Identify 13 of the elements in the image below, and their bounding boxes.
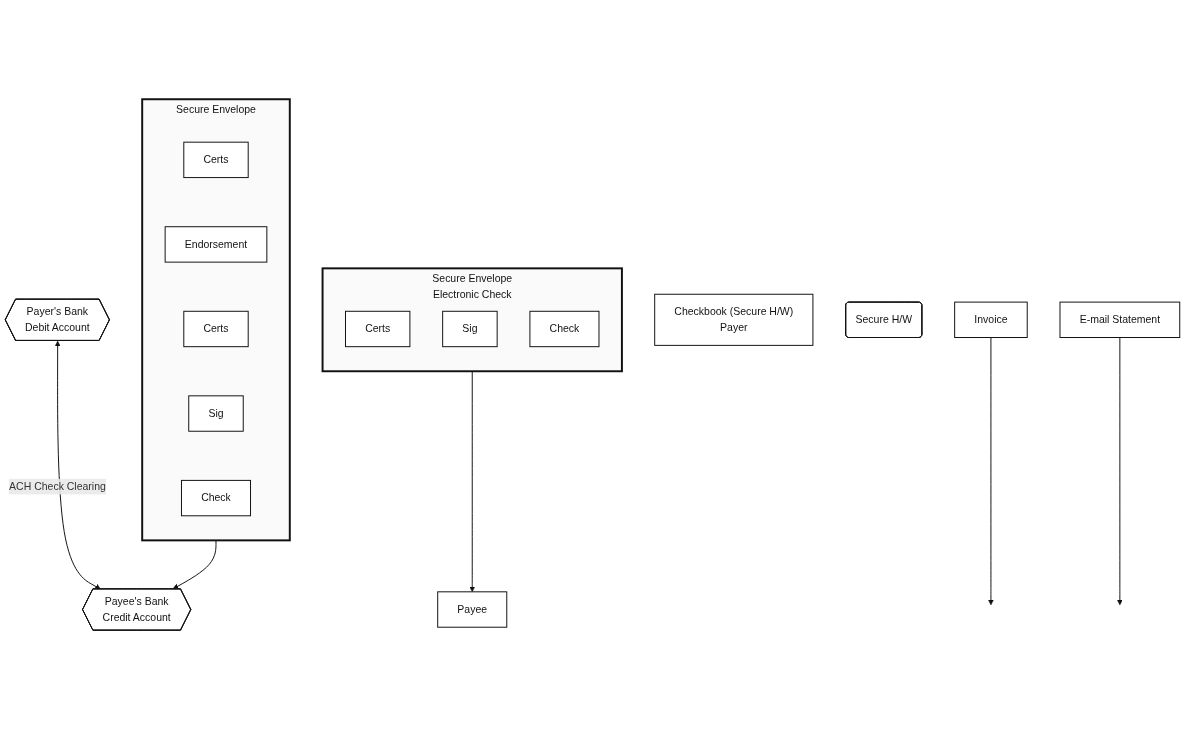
node-box: Certs: [183, 141, 249, 178]
node-box: Check: [529, 310, 600, 347]
edge-label: ACH Check Clearing: [9, 480, 106, 492]
node-box: Check: [180, 479, 251, 517]
node-box: Endorsement: [164, 226, 268, 263]
node-box: Sig: [188, 395, 244, 432]
node-box: Invoice: [954, 301, 1028, 338]
node-box: Certs: [345, 310, 411, 347]
node-box: Certs: [183, 310, 249, 347]
node-box: E-mail Statement: [1059, 301, 1181, 338]
node-box: Sig: [442, 310, 498, 347]
node-box: Payee: [437, 591, 508, 628]
node-box: Checkbook (Secure H/W) Payer: [654, 293, 814, 346]
